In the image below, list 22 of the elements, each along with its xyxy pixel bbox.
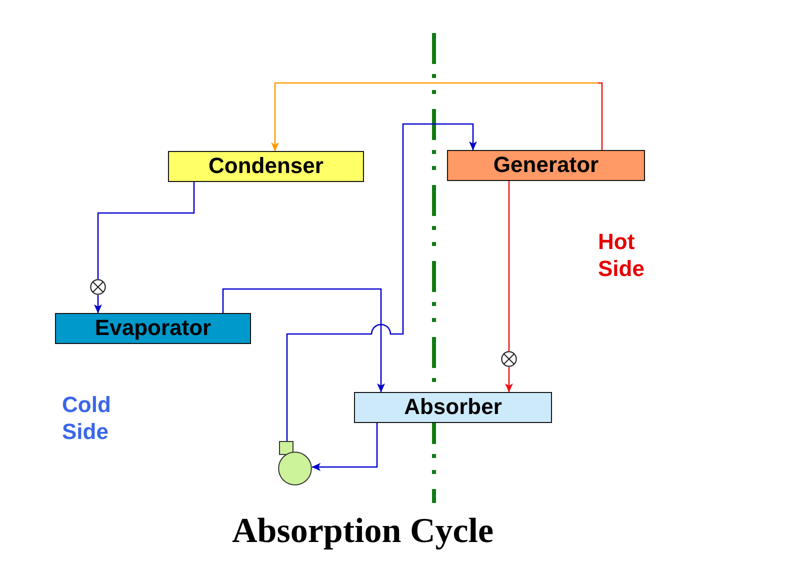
flow-arrow <box>312 423 378 471</box>
component-label: Absorber <box>404 395 502 420</box>
flow-arrow <box>94 295 102 314</box>
component-label: Generator <box>493 153 599 178</box>
component-box <box>55 313 251 344</box>
flow-arrow <box>222 288 385 392</box>
component-box <box>447 150 645 181</box>
valve-icon <box>90 279 106 295</box>
flow-line <box>508 181 510 351</box>
flow-line <box>97 182 195 279</box>
flow-arrow <box>286 123 477 441</box>
component-label: Evaporator <box>94 316 212 341</box>
flow-arrow <box>505 367 513 392</box>
component-box <box>168 151 364 182</box>
diagram-caption: Absorption Cycle <box>232 511 494 551</box>
side-label: Cold Side <box>62 391 112 445</box>
side-label: Hot Side <box>598 228 646 282</box>
component-label: Condenser <box>208 154 324 179</box>
component-box <box>354 392 552 423</box>
flow-arrow <box>271 82 603 152</box>
pump-icon <box>278 441 312 486</box>
valve-icon <box>501 351 517 367</box>
